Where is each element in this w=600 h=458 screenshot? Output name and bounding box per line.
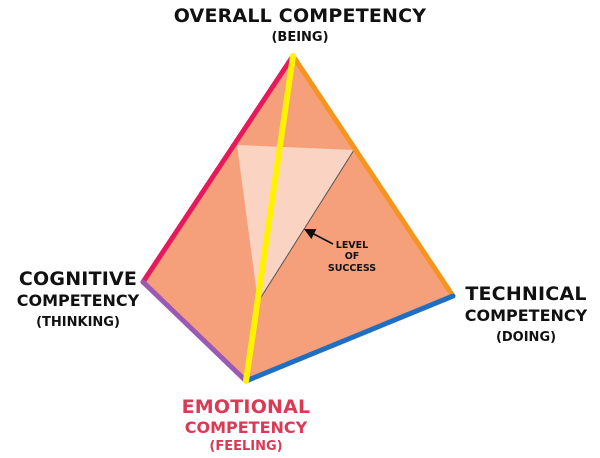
level-line-3: SUCCESS	[327, 262, 377, 274]
cognitive-title: COGNITIVE	[18, 268, 138, 290]
label-cognitive-competency: COGNITIVE COMPETENCY (THINKING)	[8, 268, 148, 330]
overall-subtitle: (BEING)	[271, 30, 329, 45]
level-line-2: OF	[344, 251, 360, 263]
technical-title: TECHNICAL	[465, 283, 587, 305]
cognitive-subtitle: (THINKING)	[36, 315, 120, 330]
edge-apex-cognitive	[140, 53, 296, 285]
emotional-competency-word: COMPETENCY	[184, 418, 308, 437]
label-overall-competency: OVERALL COMPETENCY (BEING)	[0, 5, 600, 45]
technical-subtitle: (DOING)	[495, 330, 557, 345]
edge-cognitive-emotional	[140, 279, 249, 384]
level-line-1: LEVEL	[335, 240, 369, 251]
center-spine	[243, 53, 296, 384]
cognitive-competency-word: COMPETENCY	[16, 291, 140, 310]
emotional-title: EMOTIONAL	[181, 396, 311, 418]
level-arrow	[304, 228, 334, 245]
emotional-subtitle: (FEELING)	[209, 439, 283, 454]
label-emotional-competency: EMOTIONAL COMPETENCY (FEELING)	[166, 396, 326, 454]
level-of-success-triangle	[237, 145, 354, 302]
technical-competency-word: COMPETENCY	[464, 306, 588, 325]
overall-title: OVERALL COMPETENCY	[173, 5, 427, 27]
edge-emotional-technical	[243, 293, 456, 384]
edge-apex-technical	[290, 53, 456, 299]
label-level-of-success: LEVEL OF SUCCESS	[320, 240, 384, 274]
label-technical-competency: TECHNICAL COMPETENCY (DOING)	[456, 283, 596, 345]
triangle-edge-right	[257, 149, 355, 303]
